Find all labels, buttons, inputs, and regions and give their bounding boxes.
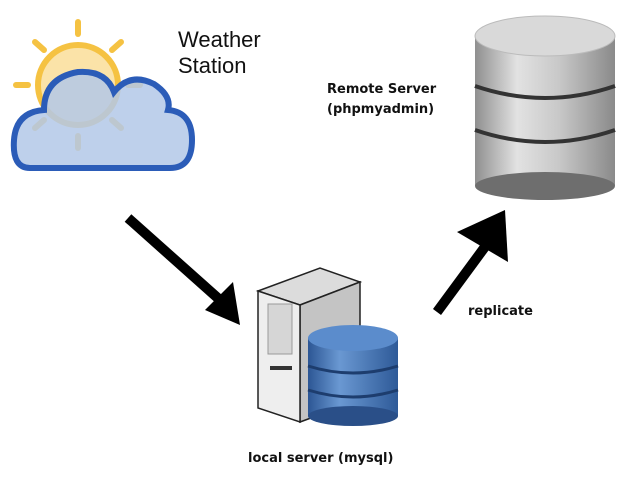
remote-label-line1: Remote Server	[327, 82, 437, 97]
arrow-local-to-remote	[432, 210, 508, 315]
database-icon	[474, 15, 616, 200]
weather-label-line1: Weather	[178, 27, 261, 52]
replicate-edge-label: replicate	[468, 304, 533, 319]
remote-server-label: Remote Server (phpmyadmin)	[327, 80, 436, 120]
arrow-weather-to-local	[124, 214, 240, 325]
remote-label-line2: (phpmyadmin)	[327, 102, 435, 117]
partly-cloudy-icon	[10, 19, 196, 171]
weather-label-line2: Station	[178, 53, 247, 78]
server-database-icon	[255, 267, 399, 426]
local-server-label: local server (mysql)	[248, 451, 394, 466]
weather-station-label: Weather Station	[178, 27, 261, 79]
